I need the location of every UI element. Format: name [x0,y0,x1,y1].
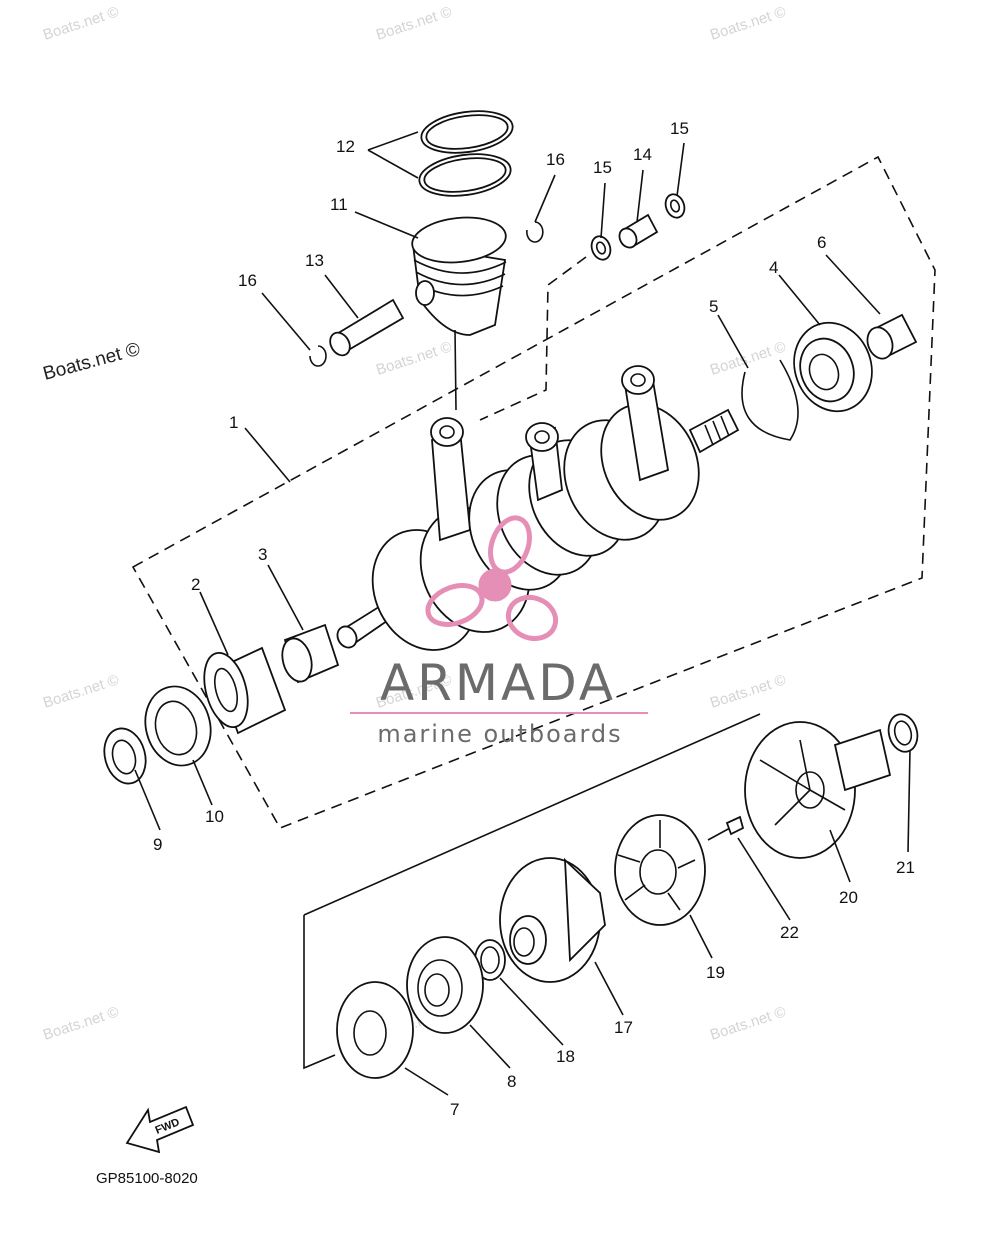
callout-15b: 15 [670,119,689,138]
fwd-arrow-icon: FWD [125,1105,195,1154]
propeller-icon [425,515,559,642]
watermark: Boats.net © [708,338,788,378]
piston-pin [329,298,405,357]
watermark: Boats.net © [41,671,121,711]
brand-tagline: marine outboards [377,720,622,748]
main-bearing-rear [793,321,873,413]
watermark: Boats.net © [374,3,454,43]
washer [664,193,686,219]
watermark: Boats.net © [41,1003,121,1043]
callout-15: 15 [593,158,612,177]
armada-logo: ARMADA marine outboards [350,515,648,748]
seal-washer [336,981,414,1079]
callout-13: 13 [305,251,324,270]
watermark: Boats.net © [708,3,788,43]
pump-leader [303,713,761,916]
callout-12: 12 [336,137,355,156]
retaining-clip [103,727,147,785]
callout-14: 14 [633,145,652,164]
callout-11: 11 [330,195,348,214]
callout-16: 16 [546,150,565,169]
oil-seal [144,685,212,767]
callout-2: 2 [191,575,200,594]
washer [590,235,612,261]
callout-19: 19 [706,963,725,982]
impeller [614,814,706,926]
pump-bracket [303,915,336,1070]
snap-ring [741,359,799,441]
piston-rings [418,110,514,197]
callout-3: 3 [258,545,267,564]
brand-name: ARMADA [380,654,616,712]
circlip [526,221,544,243]
callout-18: 18 [556,1047,575,1066]
callout-5: 5 [709,297,718,316]
bush [866,313,918,360]
callout-1: 1 [229,413,238,432]
callout-6: 6 [817,233,826,252]
callout-20: 20 [839,888,858,907]
watermark-featured: Boats.net © [41,339,143,385]
needle-bearing [618,213,659,249]
watermark: Boats.net © [41,3,121,43]
diagram-code: GP85100-8020 [96,1170,198,1187]
callout-17: 17 [614,1018,633,1037]
callout-4: 4 [769,258,778,277]
pump-cover [499,857,606,983]
callout-7: 7 [450,1100,459,1119]
callouts: 1 2 3 4 5 6 7 8 9 10 11 12 13 14 15 15 1… [153,119,915,1119]
circlip [309,345,327,367]
o-ring [887,713,919,753]
callout-10: 10 [205,807,224,826]
watermark: Boats.net © [708,1003,788,1043]
watermark: Boats.net © [708,671,788,711]
assembly-boundary [131,155,936,829]
crankshaft [336,365,740,651]
pump-housing [744,721,892,859]
watermark: Boats.net © [374,338,454,378]
callout-21: 21 [896,858,915,877]
bush-front [281,623,340,684]
callout-leaders [134,131,911,1096]
main-bearing-front [203,646,287,735]
callout-9: 9 [153,835,162,854]
seal-plate [406,936,484,1034]
piston [411,216,507,411]
callout-8: 8 [507,1072,516,1091]
assembly-leader [479,256,587,421]
bolt [707,815,745,841]
callout-22: 22 [780,923,799,942]
callout-16b: 16 [238,271,257,290]
